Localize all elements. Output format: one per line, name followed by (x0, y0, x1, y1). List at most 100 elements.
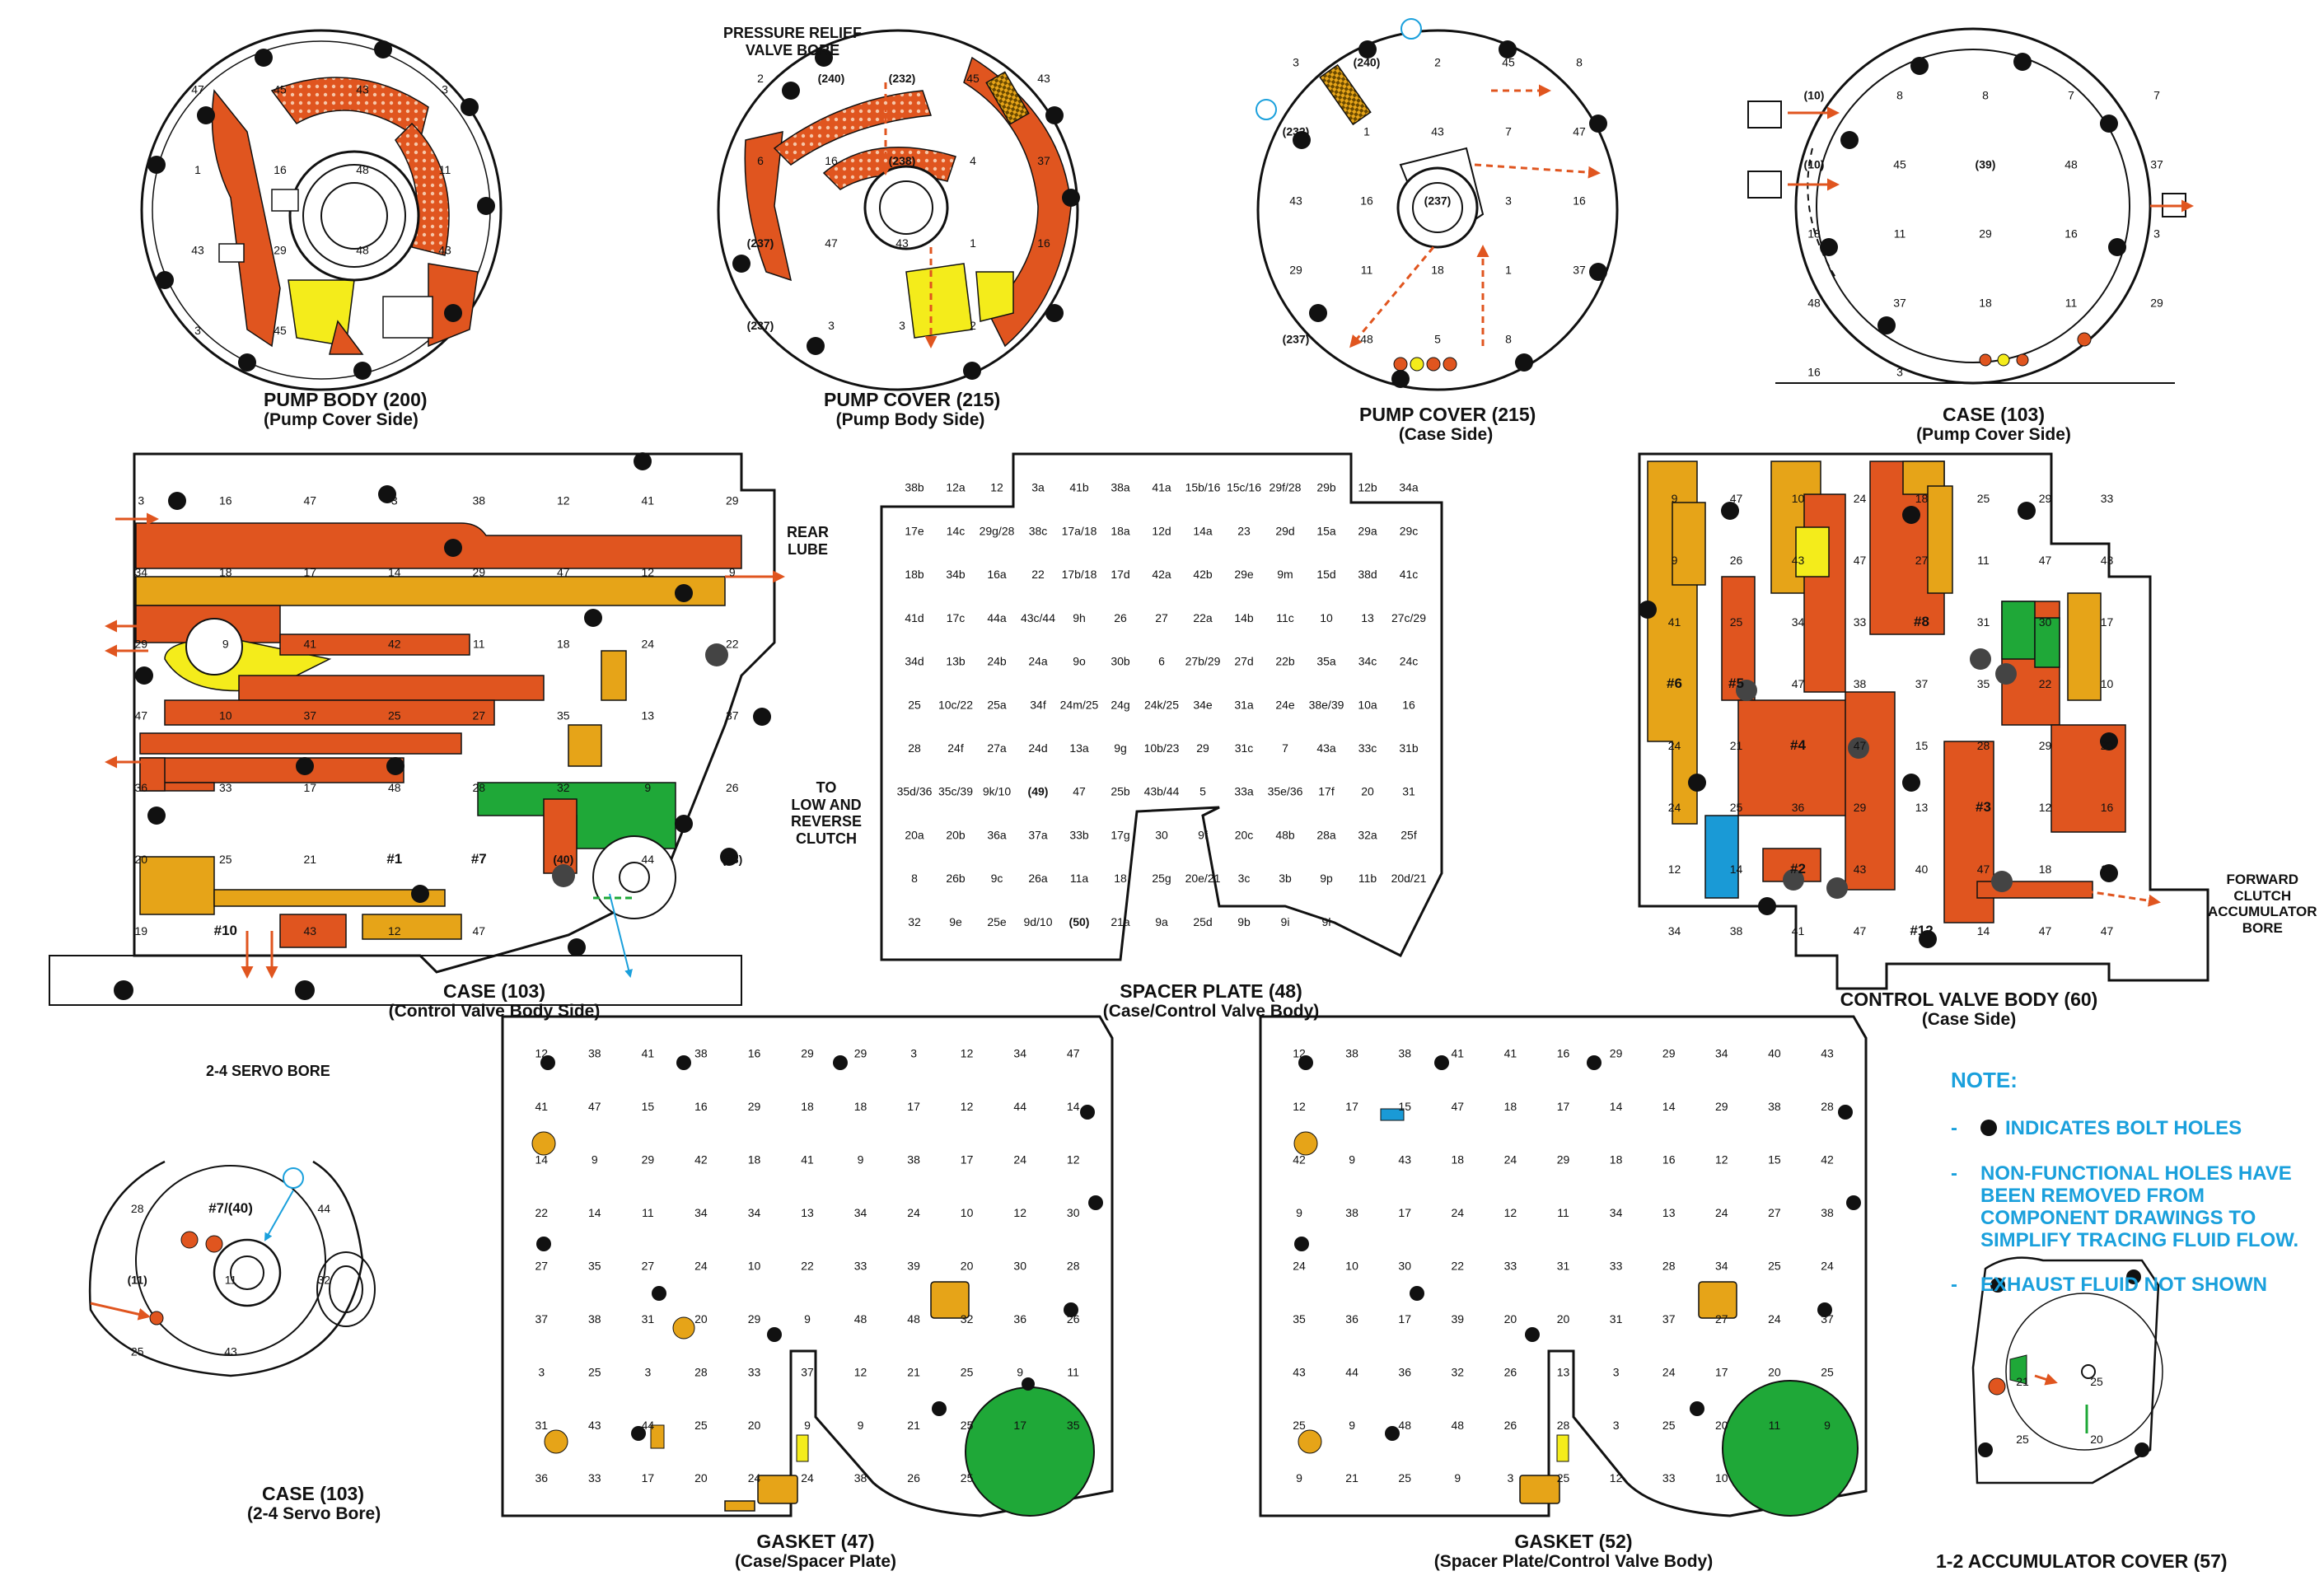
part-label: 10 (2101, 677, 2114, 690)
part-label: 47 (135, 709, 148, 722)
pump-cover-case-side-title: PUMP COVER (215)(Case Side) (1359, 404, 1536, 445)
part-label: (49) (1028, 785, 1049, 798)
part-label: 44 (1013, 1100, 1026, 1113)
part-label: 24 (1715, 1206, 1728, 1219)
part-label: 29 (274, 244, 287, 257)
part-label: 11 (1067, 1365, 1079, 1378)
part-label: 20 (1768, 1365, 1781, 1378)
part-label: 42 (388, 638, 401, 651)
part-label: 13 (1361, 611, 1374, 624)
part-label: 25g (1152, 872, 1171, 885)
part-label: 7 (1282, 741, 1288, 755)
part-label: (38) (722, 853, 742, 866)
part-label: 12 (1293, 1100, 1306, 1113)
part-label: 24k/25 (1144, 698, 1179, 711)
part-label: 14 (535, 1153, 549, 1167)
part-label: 10 (1345, 1259, 1358, 1272)
part-label: 43 (1821, 1047, 1834, 1060)
part-label: (39) (1976, 157, 1996, 171)
part-label: 31a (1234, 698, 1254, 711)
gasket-52-title: GASKET (52)(Spacer Plate/Control Valve B… (1433, 1531, 1714, 1572)
note-item-bolt-holes: - INDICATES BOLT HOLES (1951, 1117, 2242, 1139)
part-label: 24 (642, 638, 655, 651)
part-label: 41 (1792, 924, 1805, 937)
part-label: 47 (1854, 924, 1867, 937)
part-label: 12 (642, 565, 655, 578)
part-label: 28 (473, 781, 486, 794)
part-label: 20 (135, 853, 148, 866)
part-label: 22a (1193, 611, 1213, 624)
part-label: 25 (1977, 492, 1990, 505)
part-label: 24 (1668, 739, 1681, 752)
part-label: 29 (801, 1047, 814, 1060)
part-label: 9 (1672, 554, 1678, 567)
part-label: 12 (388, 924, 401, 937)
case-pump-cover-side-title: CASE (103)(Pump Cover Side) (1916, 404, 2071, 445)
part-label: 15 (1398, 1100, 1411, 1113)
part-label: 14 (388, 565, 401, 578)
part-label: 29c (1400, 524, 1419, 537)
part-label: 32 (557, 781, 570, 794)
part-label: 48 (1398, 1419, 1411, 1432)
part-label: 9c (991, 872, 1003, 885)
part-label: 9 (804, 1419, 811, 1432)
part-label: 21 (1345, 1471, 1358, 1484)
part-label: 18 (1452, 1153, 1465, 1167)
part-label: 27c/29 (1391, 611, 1426, 624)
part-label: 48 (2064, 157, 2078, 171)
part-label: 12 (1293, 1047, 1306, 1060)
part-label: 13 (642, 709, 655, 722)
part-label: 43 (224, 1344, 237, 1358)
part-label: 12 (961, 1047, 974, 1060)
part-label: 10c/22 (938, 698, 973, 711)
part-label: 48 (1452, 1419, 1465, 1432)
part-label: 17a/18 (1062, 524, 1097, 537)
part-label: 37 (535, 1312, 549, 1326)
part-label: 35c/39 (938, 785, 973, 798)
part-label: 11 (1977, 554, 1990, 567)
part-label: 15 (1915, 739, 1929, 752)
part-label: 12 (990, 481, 1003, 494)
part-label: 43 (1293, 1365, 1306, 1378)
part-label: 38 (1821, 1206, 1834, 1219)
part-label: 3 (645, 1365, 652, 1378)
part-label: 38 (1854, 677, 1867, 690)
part-label: 36a (987, 829, 1007, 842)
part-label: 3c (1238, 872, 1251, 885)
part-label: 18 (1504, 1100, 1517, 1113)
part-label: 18 (1431, 263, 1444, 276)
part-label: 15b/16 (1185, 481, 1221, 494)
part-label: 33 (588, 1471, 601, 1484)
part-label: 26 (907, 1471, 920, 1484)
part-label: 41 (304, 638, 317, 651)
part-label: 47 (1452, 1100, 1465, 1113)
part-label: #8 (1914, 614, 1929, 629)
control-valve-body-title: CONTROL VALVE BODY (60)(Case Side) (1840, 989, 2098, 1030)
part-label: 38d (1358, 568, 1377, 581)
part-label: 35 (1977, 677, 1990, 690)
part-label: 9d/10 (1023, 915, 1052, 928)
part-label: 16 (2101, 801, 2114, 814)
part-label: 9 (222, 638, 229, 651)
part-label: 34 (1792, 615, 1805, 629)
part-label: 47 (473, 924, 486, 937)
part-label: 34c (1358, 655, 1377, 668)
part-label: 43c/44 (1021, 611, 1055, 624)
part-label: 20 (1557, 1312, 1570, 1326)
part-label: 35 (1293, 1312, 1306, 1326)
part-label: 23 (1237, 524, 1251, 537)
part-label: 29 (642, 1153, 655, 1167)
part-label: 27d (1234, 655, 1253, 668)
part-label: #3 (1976, 799, 1991, 815)
part-label: 3 (899, 319, 905, 332)
part-label: 12 (1013, 1206, 1026, 1219)
part-label: 38a (1111, 481, 1130, 494)
case-servo-view (88, 1160, 376, 1377)
part-label: 16 (1662, 1153, 1676, 1167)
part-label: 9 (1349, 1419, 1355, 1432)
part-label: 9 (1296, 1471, 1302, 1484)
part-label: 8 (1982, 88, 1989, 101)
part-label: 37 (1573, 263, 1586, 276)
part-label: 20c (1235, 829, 1254, 842)
part-label: 12 (1067, 1153, 1080, 1167)
